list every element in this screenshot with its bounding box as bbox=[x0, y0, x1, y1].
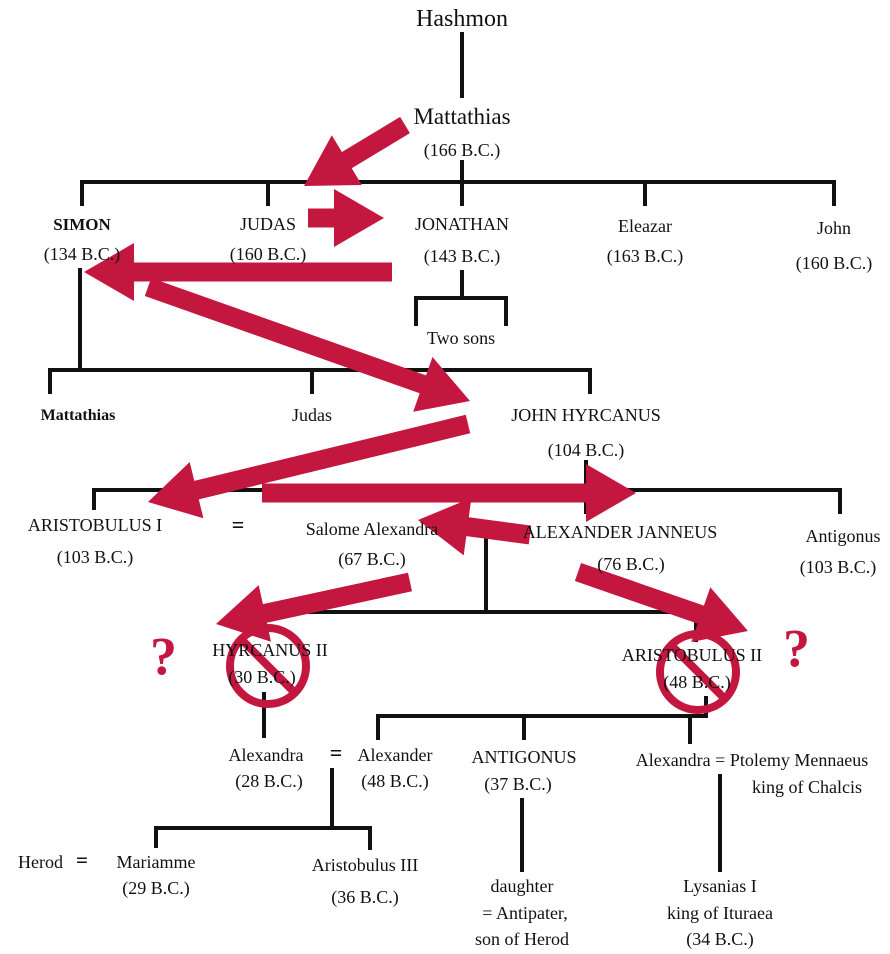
hyrcanus-to-aristobulus1-arrow bbox=[148, 414, 471, 519]
aristobulus-iii-date: (36 B.C.) bbox=[331, 887, 399, 907]
simon-date: (134 B.C.) bbox=[43, 244, 121, 264]
aristobulus-ii-name: ARISTOBULUS II bbox=[621, 645, 763, 665]
judas-name: JUDAS bbox=[239, 214, 297, 234]
janneus-to-salome-arrow bbox=[418, 497, 532, 556]
hyrcanus-ii-date: (30 B.C.) bbox=[228, 667, 296, 687]
jonathan-date: (143 B.C.) bbox=[423, 246, 501, 266]
ban-circle bbox=[226, 624, 310, 708]
hashmon-name: Hashmon bbox=[416, 6, 508, 32]
eleazar-name: Eleazar bbox=[618, 216, 672, 236]
two-sons-label: Two sons bbox=[426, 328, 496, 348]
antigonus-gen6-name: ANTIGONUS bbox=[471, 747, 577, 767]
alexandra-name: Alexandra bbox=[228, 745, 304, 765]
daughter-line2: = Antipater, bbox=[482, 903, 568, 923]
john-date: (160 B.C.) bbox=[795, 253, 873, 273]
janneus-to-aristobulus2-arrow bbox=[574, 563, 748, 642]
mattathias-name: Mattathias bbox=[413, 104, 511, 129]
alexander-janneus-date: (76 B.C.) bbox=[597, 554, 665, 574]
alexander-name: Alexander bbox=[357, 745, 433, 765]
salome-alexandra-date: (67 B.C.) bbox=[338, 549, 406, 569]
salome-alexandra-name: Salome Alexandra bbox=[305, 519, 439, 539]
lysanias-line1: Lysanias I bbox=[683, 876, 757, 896]
hyrcanus-ii-name: HYRCANUS II bbox=[212, 640, 328, 660]
judas-date: (160 B.C.) bbox=[229, 244, 307, 264]
aristobulus1-to-janneus-arrow bbox=[262, 464, 636, 522]
herod-mariamme-equals: = bbox=[76, 848, 88, 872]
question-mark-right: ? bbox=[783, 618, 810, 678]
jonathan-to-simon-arrow bbox=[84, 243, 392, 301]
aristobulus-iii-name: Aristobulus III bbox=[311, 855, 419, 875]
prohibition-signs bbox=[226, 624, 740, 714]
antigonus-date: (103 B.C.) bbox=[799, 557, 877, 577]
succession-arrows bbox=[84, 116, 748, 642]
mattathias-to-judas-arrow bbox=[304, 116, 410, 186]
antigonus-name: Antigonus bbox=[805, 526, 881, 546]
eleazar-date: (163 B.C.) bbox=[606, 246, 684, 266]
ban-slash bbox=[238, 636, 298, 696]
alexandra-alexander-equals: = bbox=[329, 740, 343, 765]
alexandra-date: (28 B.C.) bbox=[235, 771, 303, 791]
ban-circle bbox=[656, 630, 740, 714]
john-hyrcanus-date: (104 B.C.) bbox=[547, 440, 625, 460]
lysanias-line2: king of Ituraea bbox=[667, 903, 773, 923]
aristobulus-i-name: ARISTOBULUS I bbox=[27, 515, 163, 535]
mariamme-name: Mariamme bbox=[116, 852, 196, 872]
judas-gen3-name: Judas bbox=[292, 405, 332, 425]
simon-to-hyrcanus-arrow bbox=[144, 278, 471, 412]
alexander-janneus-name: ALEXANDER JANNEUS bbox=[522, 522, 718, 542]
mariamme-date: (29 B.C.) bbox=[122, 878, 190, 898]
antigonus-gen6-date: (37 B.C.) bbox=[484, 774, 552, 794]
john-name: John bbox=[816, 218, 852, 238]
john-hyrcanus-name: JOHN HYRCANUS bbox=[511, 405, 661, 425]
hyrcanus2-ban-icon bbox=[226, 624, 310, 708]
daughter-line1: daughter bbox=[490, 876, 554, 896]
ban-slash bbox=[668, 642, 728, 702]
aristobulus-ii-date: (48 B.C.) bbox=[663, 672, 731, 692]
alexandra-ptolemy-name: Alexandra = Ptolemy Mennaeus bbox=[635, 750, 869, 770]
ptolemy-title: king of Chalcis bbox=[752, 777, 862, 797]
aristobulus2-ban-icon bbox=[656, 630, 740, 714]
marriage-equals: = bbox=[231, 512, 245, 537]
alexander-date: (48 B.C.) bbox=[361, 771, 429, 791]
mattathias-gen3-name: Mattathias bbox=[40, 407, 116, 424]
herod-name: Herod bbox=[18, 852, 63, 872]
aristobulus-i-date: (103 B.C.) bbox=[56, 547, 134, 567]
question-mark-left: ? bbox=[150, 626, 177, 686]
jonathan-name: JONATHAN bbox=[415, 214, 509, 234]
lysanias-line3: (34 B.C.) bbox=[686, 929, 754, 949]
simon-name: SIMON bbox=[53, 215, 111, 234]
judas-to-jonathan-arrow bbox=[308, 189, 384, 247]
daughter-line3: son of Herod bbox=[475, 929, 569, 949]
mattathias-date: (166 B.C.) bbox=[423, 140, 501, 160]
